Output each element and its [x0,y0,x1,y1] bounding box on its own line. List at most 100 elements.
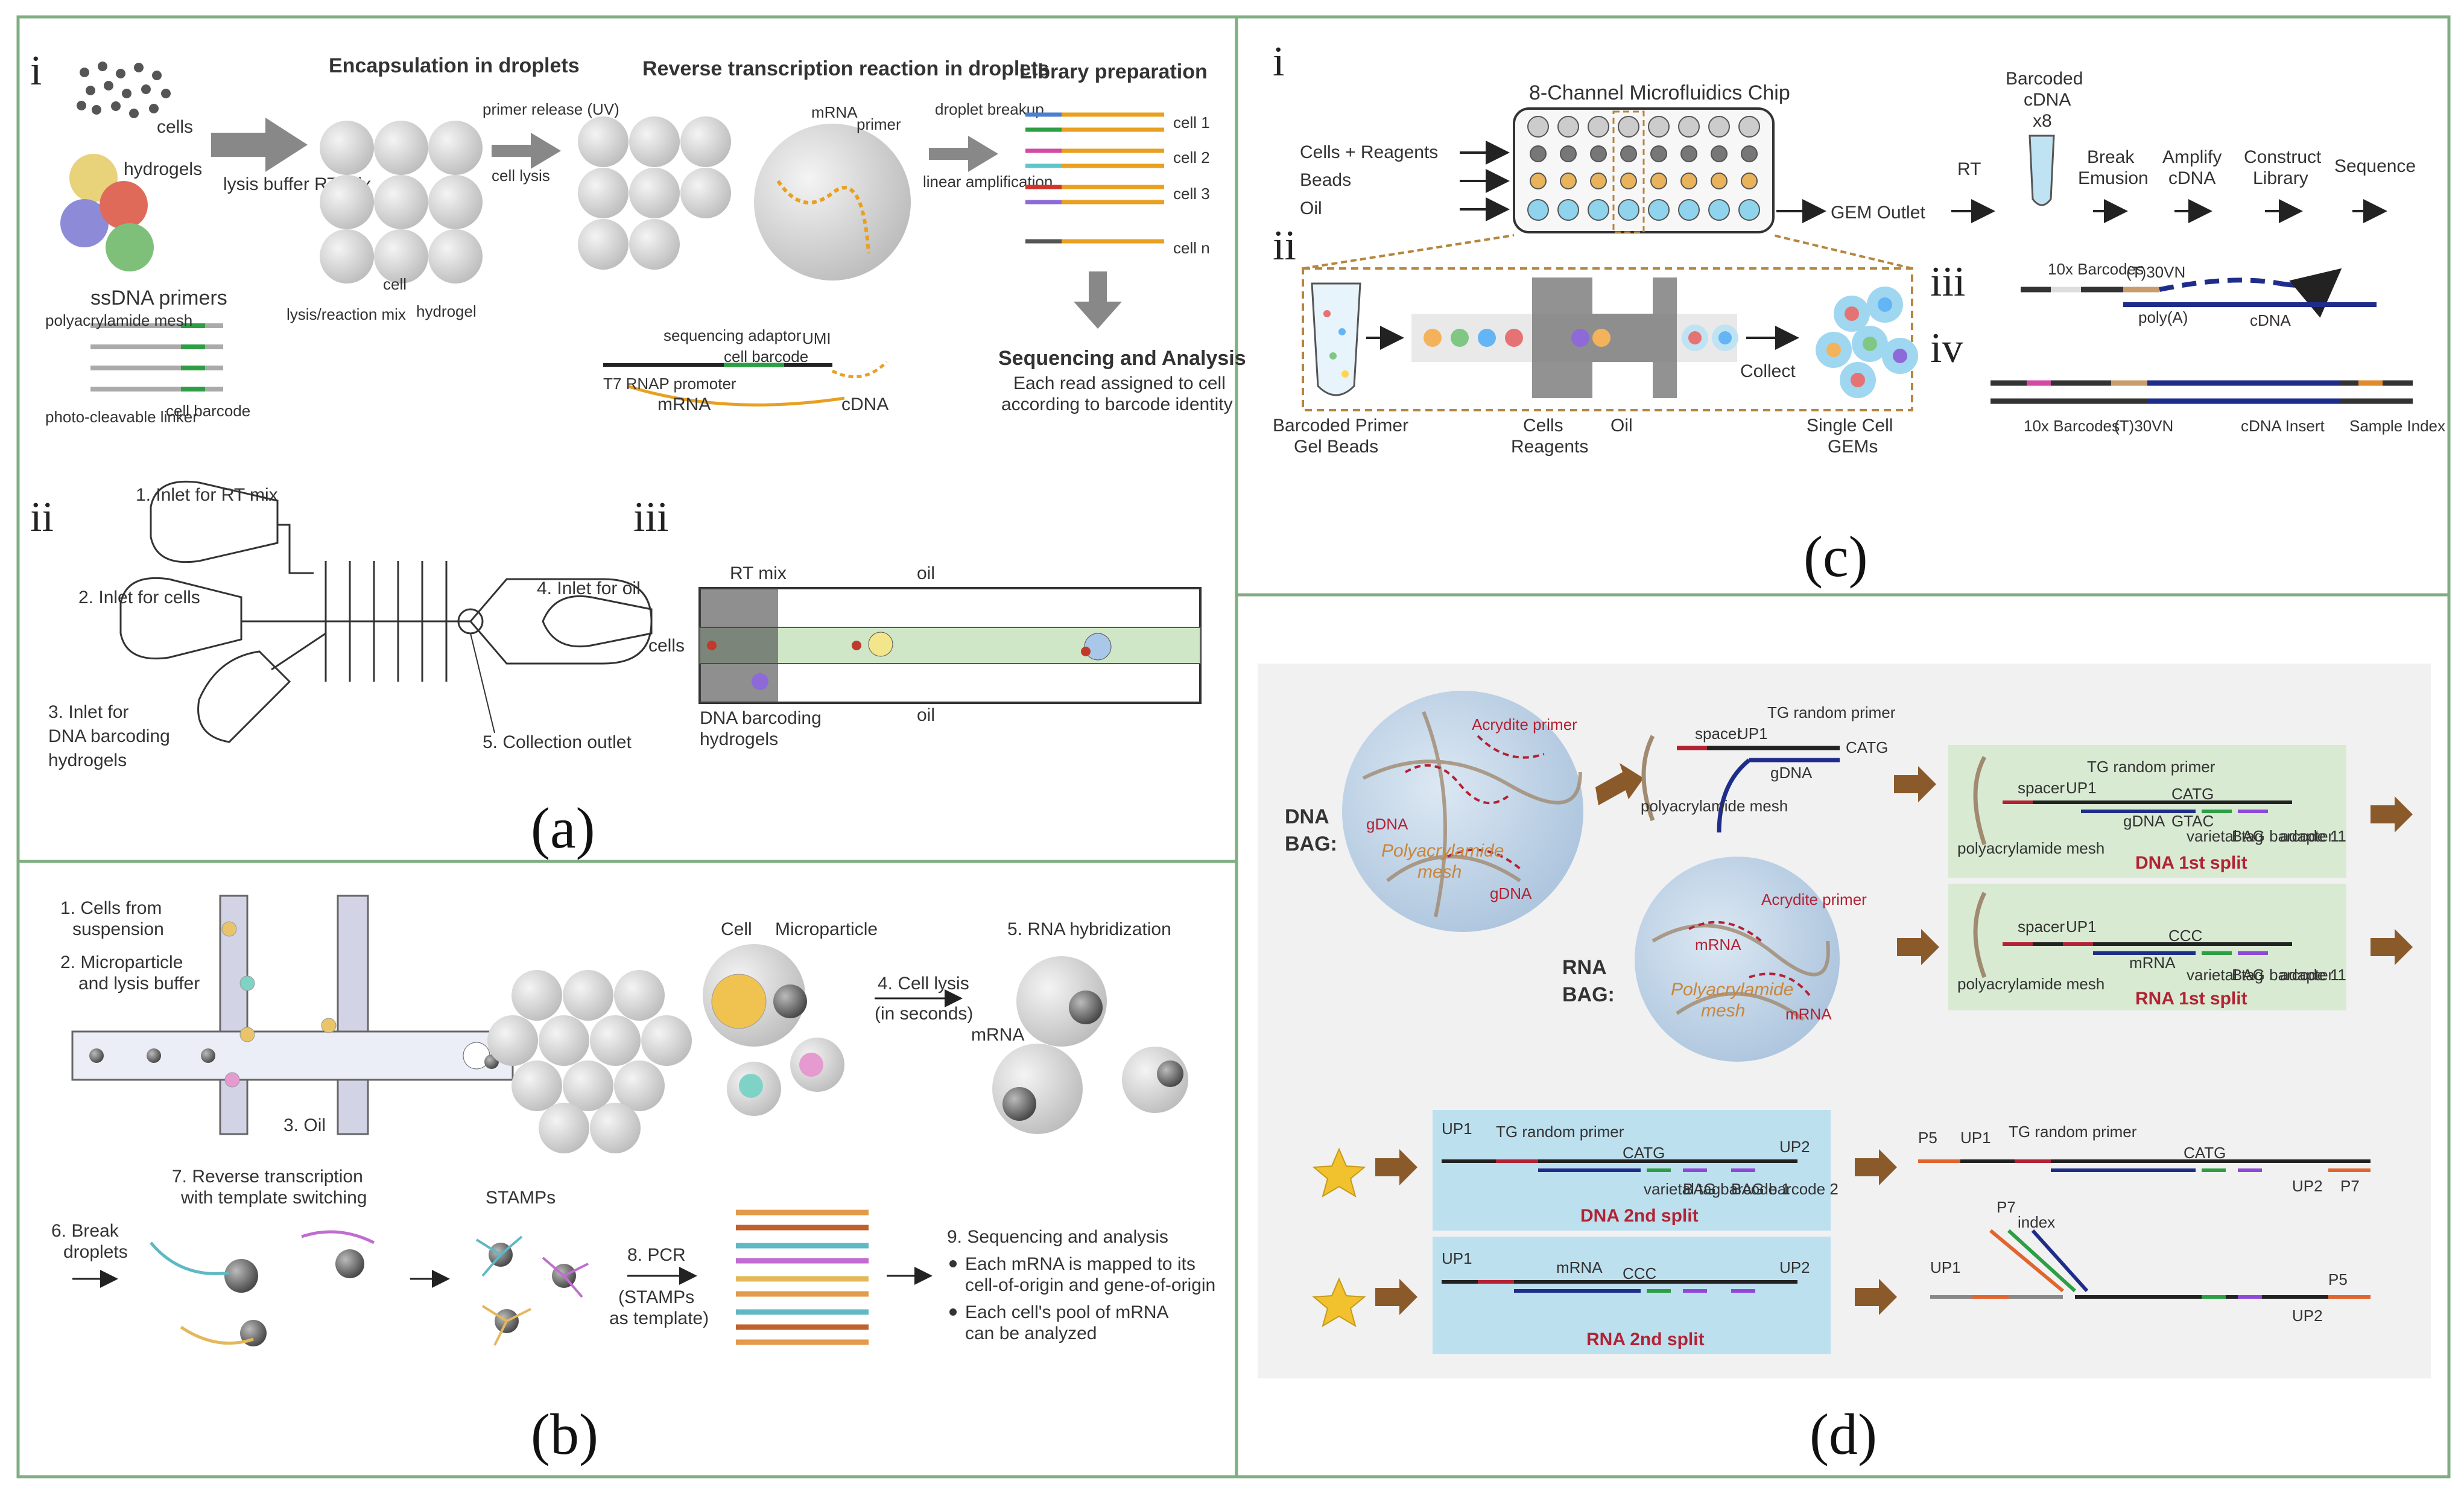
rt-droplets [578,116,731,270]
star-icon-rna [1312,1277,1366,1328]
panel-c-sub-ii: ii [1273,223,1296,269]
title-seq-analysis: Sequencing and Analysis [998,347,1246,370]
star-icon-dna [1312,1147,1366,1198]
d-mesh-1: polyacrylamide mesh [1641,797,1788,815]
label-iv-cdna: cDNA Insert [2241,417,2325,435]
d-bag1-4: BAG barcode 1 [1683,1180,1790,1198]
mesh-label-dna-2: mesh [1417,862,1462,882]
label-dna-barcoding-1: DNA barcoding [700,708,822,728]
channel-particles [89,921,499,1088]
mrna-label-1: mRNA [1695,936,1741,954]
label-hydrogel: hydrogel [416,302,477,320]
d-tg-6: TG random primer [2009,1123,2137,1141]
d-up1-3: UP1 [2066,918,2097,936]
label-construct-2: Library [2253,168,2308,188]
label-lysis-reaction-mix: lysis/reaction mix [287,305,406,323]
rna-2nd-split-label: RNA 2nd split [1586,1330,1705,1349]
label-primer-release: primer release (UV) [483,100,619,118]
zoom-box [1302,267,1913,411]
label-umi: UMI [802,329,831,347]
label-microparticle: Microparticle [775,919,878,939]
step7-a: 7. Reverse transcription [172,1167,363,1187]
rt-beads [150,1230,375,1346]
rna-bag-sphere [1635,857,1840,1062]
d-spacer-3: spacer [2018,918,2065,936]
panel-a-sub-i: i [30,48,42,94]
rna-bag-2: BAG: [1562,983,1615,1006]
d-cdna-5: mRNA [1556,1258,1603,1276]
label-mrna-a2: mRNA [657,395,711,414]
label-break-2: Emusion [2078,168,2149,188]
label-cell-barcode-2: cell barcode [724,347,808,366]
d-tg-1: TG random primer [1767,703,1896,721]
c-beads-row [1424,325,1738,351]
chip-a-ii [119,480,653,743]
acrydite-label-dna: Acrydite primer [1472,715,1577,734]
mesh-label-rna-1: Polyacrylamide [1671,980,1793,1000]
d-bag-barcode-1a: BAG barcode 1 [2232,827,2339,845]
rna-2nd-split-box [1433,1237,1831,1354]
label-cell-n: cell n [1173,239,1210,257]
label-collect: Collect [1740,361,1796,381]
label-stamps: STAMPs [486,1188,556,1208]
cross-channel [219,895,508,1135]
brown-arrow-8 [1855,1149,1897,1185]
label-rt-mix: RT mix [730,563,787,583]
label-inlet-dna-2: DNA barcoding [48,726,170,746]
bullet1-a: Each mRNA is mapped to its [965,1254,1196,1274]
d-varietal-2: varietal tag [2187,966,2263,984]
d-p7-6: P7 [2340,1177,2360,1195]
label-tvn: (T)30VN [2126,263,2185,281]
label-inlet-rt: 1. Inlet for RT mix [136,485,278,505]
d-catg-4: CATG [1623,1144,1665,1162]
brown-arrow-1 [1595,763,1644,805]
label-break-1: Break [2087,147,2135,167]
label-inlet-dna-1: 3. Inlet for [48,702,128,722]
d-gdna-construct: gDNA [1770,764,1813,782]
d-varietal-1: varietal tag [2187,827,2263,845]
label-barcoded-cdna-1: Barcoded [2006,69,2083,89]
panel-d-caption: (d) [1810,1402,1877,1466]
hydrogels-cluster [60,154,154,271]
label-cdna-a: cDNA [841,395,888,414]
dna-1st-split-label: DNA 1st split [2135,853,2247,873]
bullet2-b: can be analyzed [965,1323,1097,1343]
label-cell-1: cell 1 [1173,113,1210,132]
step2-a: 2. Microparticle [60,953,183,972]
seq-desc-2: according to barcode identity [1001,395,1233,414]
label-cell-b: Cell [721,919,752,939]
d-varietal-4: varietal tag [1644,1180,1720,1198]
label-photo-cleavable: photo-cleavable linker [45,408,198,426]
d-up2-4: UP2 [1779,1138,1810,1156]
big-arrow-down [1074,271,1122,329]
acrydite-label-rna: Acrydite primer [1761,890,1867,908]
label-mrna-b: mRNA [971,1025,1024,1045]
label-sequencing-adaptor: sequencing adaptor [664,326,802,344]
d-spacer-2: spacer [2018,779,2065,797]
step1-b: suspension [72,919,164,939]
brown-arrow-9 [1855,1279,1897,1315]
label-cells-reagents: Cells + Reagents [1300,142,1438,162]
d-up1-7: UP1 [1930,1258,1961,1276]
d-ccc-5: CCC [1623,1264,1656,1282]
label-polyacrylamide-mesh: polyacrylamide mesh [45,311,192,329]
title-library-prep: Library preparation [1019,60,1208,83]
step4-b: (in seconds) [875,1004,973,1024]
label-mrna-a: mRNA [811,103,858,121]
brown-arrow-4 [1897,929,1939,965]
label-barcoded-cdna-2: cDNA [2024,90,2071,110]
d-tg-4: TG random primer [1496,1123,1624,1141]
mesh-label-rna-2: mesh [1701,1001,1745,1021]
panel-d-border [1235,593,2451,1479]
dna-2nd-split-label: DNA 2nd split [1580,1206,1699,1226]
label-cells: cells [157,117,193,137]
d-up1-5: UP1 [1442,1249,1472,1267]
panel-a-caption: (a) [531,796,595,860]
label-dna-barcoding-2: hydrogels [700,729,778,749]
panel-a: i cells hydrogels ssDNA primers polyacry… [30,48,1246,860]
label-single-cell-2: GEMs [1828,437,1878,457]
label-iv-10x: 10x Barcodes [2024,417,2120,435]
step8-c: as template) [609,1308,709,1328]
d-gdna-2: gDNA [2123,812,2165,830]
